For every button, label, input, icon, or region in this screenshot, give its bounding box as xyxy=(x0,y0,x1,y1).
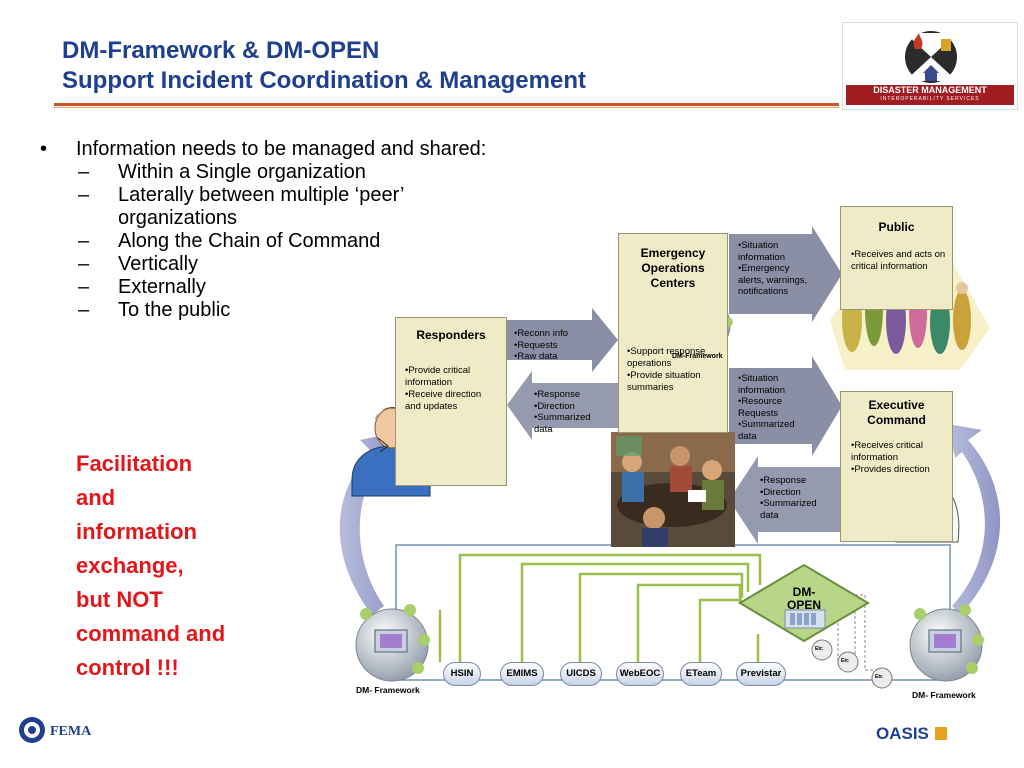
responders-title: Responders xyxy=(416,328,486,342)
arrow-label-item: •Requests xyxy=(514,339,558,351)
sub-bullet-text: Along the Chain of Command xyxy=(118,230,381,252)
dm-framework-label-eoc: DM-Framework xyxy=(672,353,723,360)
sub-bullet-text: Laterally between multiple ‘peer’ organi… xyxy=(118,184,404,229)
bullet-list: • Information needs to be managed and sh… xyxy=(40,138,520,322)
arrow-eoc-to-responders xyxy=(507,371,618,440)
arrow-label-item: •Emergency alerts, warnings, notificatio… xyxy=(738,263,808,297)
facilitation-line: command and xyxy=(76,621,226,646)
logo-band: DISASTER MANAGEMENT INTEROPERABILITY SER… xyxy=(846,85,1014,105)
bullet-dot: • xyxy=(40,138,48,160)
responders-box: Responders •Provide critical information… xyxy=(395,317,507,486)
eoc-box: Emergency Operations Centers •Support re… xyxy=(618,233,728,433)
disaster-management-logo: DISASTER MANAGEMENT INTEROPERABILITY SER… xyxy=(842,22,1018,110)
eoc-title: Emergency Operations Centers xyxy=(640,246,706,290)
system-eteam: ETeam xyxy=(680,662,722,686)
right-curved-arrow-icon xyxy=(948,424,1001,615)
arrow-label-item: •Summarized data xyxy=(534,412,591,435)
arrow-exec-to-eoc xyxy=(729,456,842,544)
sub-bullet-text: To the public xyxy=(118,299,231,321)
sub-bullet: –Laterally between multiple ‘peer’ organ… xyxy=(78,184,520,230)
logo-text-1: DISASTER MANAGEMENT xyxy=(873,85,987,95)
arrow-label-item: •Response xyxy=(534,389,581,400)
arrow-label-item: •Summarized data xyxy=(760,498,817,521)
eoc-item: •Support response operations xyxy=(627,346,706,369)
dm-framework-globe-left-icon xyxy=(355,604,430,682)
title-underline-thin xyxy=(54,107,839,108)
arrow-label-resp-to-eoc: •Reconn info •Requests •Raw data xyxy=(514,328,592,363)
public-item: •Receives and acts on critical informati… xyxy=(851,249,946,272)
arrow-label-exec-to-eoc: •Response •Direction •Summarized data xyxy=(760,475,840,521)
dm-framework-label-right: DM- Framework xyxy=(912,690,976,700)
system-emims: EMIMS xyxy=(500,662,544,686)
sub-bullet: –Externally xyxy=(78,276,206,298)
oasis-logo: OASIS xyxy=(876,724,947,744)
executive-title: Executive Command xyxy=(867,398,926,427)
etc-server-icons xyxy=(811,639,893,689)
arrow-label-eoc-to-exec: •Situation information •Resource Request… xyxy=(738,373,810,442)
executive-item: •Provides direction xyxy=(851,464,930,475)
sub-bullet-text: Externally xyxy=(118,276,206,298)
system-hsin: HSIN xyxy=(443,662,481,686)
oasis-mark-icon xyxy=(934,727,947,740)
facilitation-line: exchange, xyxy=(76,553,184,578)
network-connectors xyxy=(438,553,762,662)
etc-label: Etc xyxy=(815,646,823,652)
arrow-eoc-to-public xyxy=(729,226,842,322)
arrow-label-eoc-to-public: •Situation information •Emergency alerts… xyxy=(738,240,810,298)
arrow-eoc-to-exec xyxy=(729,356,842,456)
bullet-main: • Information needs to be managed and sh… xyxy=(40,138,520,161)
facilitation-line: but NOT xyxy=(76,587,163,612)
facilitation-line: and xyxy=(76,485,116,510)
sub-bullet-text: Within a Single organization xyxy=(118,161,366,183)
meeting-photo-illustration xyxy=(611,432,735,547)
arrow-label-item: •Direction xyxy=(760,486,801,498)
facilitation-line: information xyxy=(76,519,197,544)
arrow-label-eoc-to-resp: •Response •Direction •Summarized data xyxy=(534,389,614,435)
slide-title: DM-Framework & DM-OPEN Support Incident … xyxy=(62,36,586,96)
facilitation-line: Facilitation xyxy=(76,451,193,476)
title-underline xyxy=(54,103,839,106)
facilitation-note: Facilitation and information exchange, b… xyxy=(76,447,225,685)
executive-box: Executive Command •Receives critical inf… xyxy=(840,391,953,542)
logo-text-2: INTEROPERABILITY SERVICES xyxy=(880,96,980,102)
sub-bullet: –Vertically xyxy=(78,253,199,275)
sub-bullet: –To the public xyxy=(78,299,231,321)
arrow-label-item: •Raw data xyxy=(514,351,558,362)
dm-framework-globe-right-icon xyxy=(909,604,984,682)
sub-bullet-text: Vertically xyxy=(118,253,199,275)
arrow-label-item: •Resource Requests xyxy=(738,396,782,419)
system-uicds: UICDS xyxy=(560,662,602,686)
etc-label: Etc xyxy=(875,674,883,680)
executive-item: •Receives critical information xyxy=(851,440,923,463)
etc-label: Etc xyxy=(841,658,849,664)
arrow-label-item: •Direction xyxy=(534,400,575,412)
arrow-label-item: •Situation information xyxy=(738,373,785,396)
arrow-label-item: •Response xyxy=(760,475,807,486)
bullet-main-text: Information needs to be managed and shar… xyxy=(76,138,487,160)
fema-logo: FEMA xyxy=(50,724,92,739)
system-previstar: Previstar xyxy=(736,662,786,686)
system-webeoc: WebEOC xyxy=(616,662,664,686)
dhs-seal-icon xyxy=(19,717,45,743)
dm-open-hub-icon xyxy=(738,563,870,643)
facilitation-line: control !!! xyxy=(76,655,179,680)
arrow-responders-to-eoc xyxy=(507,308,618,372)
logo-emblem-icon xyxy=(905,31,957,83)
dm-framework-label-left: DM- Framework xyxy=(356,685,420,695)
responders-item: •Provide critical information xyxy=(405,365,471,388)
dm-open-label: DM-OPEN xyxy=(786,585,821,612)
sub-bullet: –Along the Chain of Command xyxy=(78,230,381,252)
public-title: Public xyxy=(878,220,915,234)
sub-bullet: –Within a Single organization xyxy=(78,161,366,183)
arrow-label-item: •Reconn info xyxy=(514,328,569,339)
arrow-label-item: •Summarized data xyxy=(738,419,795,442)
eoc-item: •Provide situation summaries xyxy=(627,370,701,393)
responders-item: •Receive direction and updates xyxy=(405,389,482,412)
title-line-1: DM-Framework & DM-OPEN xyxy=(62,37,380,64)
oasis-text: OASIS xyxy=(876,724,929,743)
public-box: Public •Receives and acts on critical in… xyxy=(840,206,953,310)
arrow-label-item: •Situation information xyxy=(738,240,785,263)
title-line-2: Support Incident Coordination & Manageme… xyxy=(62,67,586,94)
